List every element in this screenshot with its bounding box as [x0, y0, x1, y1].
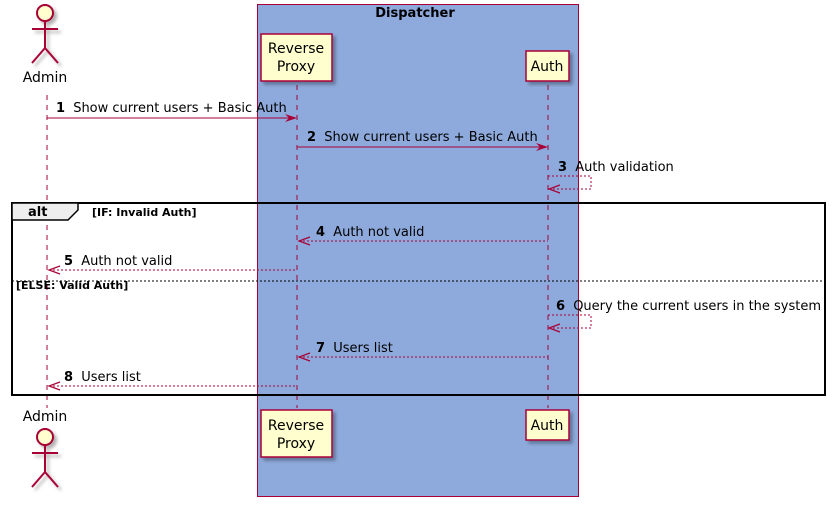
participant-auth-top: Auth — [525, 50, 570, 82]
message-1: 1 Show current users + Basic Auth — [47, 101, 297, 122]
svg-text:1 Show current users +: 1 Show current users + Basic Auth — [56, 101, 287, 116]
message-number: 6 — [556, 299, 565, 314]
message-number: 7 — [316, 341, 325, 356]
participant-label-admin: Admin — [23, 70, 68, 86]
dispatcher-title: Dispatcher — [375, 6, 455, 21]
alt-keyword-tab — [11, 202, 79, 221]
message-text: Auth validation — [575, 160, 674, 175]
participant-label-reverse-proxy-line2: Proxy — [277, 59, 315, 75]
message-text: Auth not valid — [333, 225, 424, 240]
message-text: Users list — [333, 341, 393, 356]
actor-icon — [31, 428, 59, 488]
message-2: 2 Show current users + Basic Auth — [297, 130, 548, 151]
alt-guard-else: [ELSE: Valid Auth] — [16, 279, 128, 292]
participant-label-reverse-proxy-line1: Reverse — [268, 418, 324, 434]
participant-label-admin: Admin — [23, 409, 68, 425]
messages: 1 Show current users + Basic Auth 2 Show… — [47, 101, 821, 391]
message-8: 8 Users list — [47, 370, 297, 391]
message-5: 5 Auth not valid — [47, 254, 297, 275]
message-text: Show current users + Basic Auth — [73, 101, 287, 116]
message-3: 3 Auth validation — [547, 160, 674, 194]
message-number: 3 — [558, 160, 567, 175]
message-number: 1 — [56, 101, 65, 116]
message-text: Users list — [81, 370, 141, 385]
participant-auth-bottom: Auth — [525, 409, 570, 441]
participant-reverse-proxy-bottom: Reverse Proxy — [260, 409, 333, 458]
message-number: 4 — [316, 225, 325, 240]
svg-text:5 Auth not valid: 5 Auth not valid — [64, 254, 172, 269]
participant-reverse-proxy-top: Reverse Proxy — [260, 33, 333, 82]
participant-label-reverse-proxy-line1: Reverse — [268, 41, 324, 57]
svg-text:7 Users list: 7 Users list — [316, 341, 393, 356]
actor-admin-bottom: Admin — [23, 409, 68, 488]
svg-text:4 Auth not valid: 4 Auth not valid — [316, 225, 424, 240]
message-text: Query the current users in the system — [573, 299, 821, 314]
message-7: 7 Users list — [297, 341, 548, 362]
lifelines — [46, 85, 549, 408]
svg-text:2 Show current users +: 2 Show current users + Basic Auth — [307, 130, 538, 145]
svg-text:6 Query the current us: 6 Query the current users in the system — [556, 299, 821, 314]
actor-icon — [31, 4, 59, 64]
message-number: 5 — [64, 254, 73, 269]
svg-text:8 Users list: 8 Users list — [64, 370, 141, 385]
svg-text:3 Auth validation: 3 Auth validation — [558, 160, 674, 175]
alt-keyword: alt — [28, 205, 47, 220]
message-text: Auth not valid — [81, 254, 172, 269]
participant-label-auth: Auth — [531, 59, 564, 75]
message-4: 4 Auth not valid — [297, 225, 548, 246]
participant-label-auth: Auth — [531, 418, 564, 434]
message-number: 8 — [64, 370, 73, 385]
message-6: 6 Query the current users in the system — [547, 299, 821, 333]
alt-fragment: alt [IF: Invalid Auth] [ELSE: Valid Auth… — [11, 202, 826, 396]
participant-label-reverse-proxy-line2: Proxy — [277, 436, 315, 452]
message-text: Show current users + Basic Auth — [324, 130, 538, 145]
alt-guard-if: [IF: Invalid Auth] — [92, 206, 196, 219]
actor-admin-top: Admin — [23, 4, 68, 86]
message-number: 2 — [307, 130, 316, 145]
